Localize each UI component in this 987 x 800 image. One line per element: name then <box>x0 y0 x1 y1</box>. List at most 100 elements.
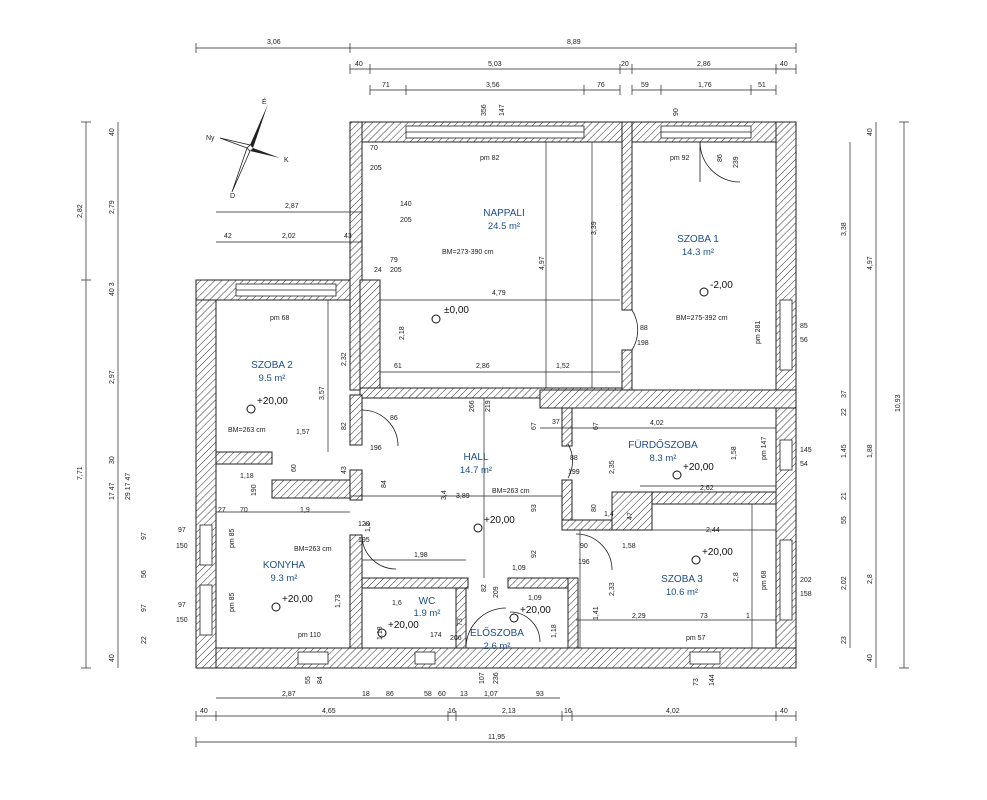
dim-top-176: 1,76 <box>698 82 712 89</box>
dim-bottom: 40 <box>200 708 208 715</box>
dim-right: 3,38 <box>841 222 848 236</box>
dim-label: 79 <box>390 257 398 264</box>
dim-label: 1,9 <box>300 507 310 514</box>
room-szoba3: +20,00 SZOBA 3 10.6 m² <box>661 547 733 598</box>
room-area-szoba1: 14.3 m² <box>682 247 714 258</box>
dim-right: 1,88 <box>867 444 874 458</box>
dim-label: 198 <box>637 340 649 347</box>
dim-label: 4,79 <box>492 290 506 297</box>
interior-dims-vertical: 4,97 3,39 356 147 90 239 86 2,18 266 219… <box>229 104 768 640</box>
interior-dim-lines <box>216 142 776 648</box>
dim-label: 1,09 <box>528 595 542 602</box>
level-wc: +20,00 <box>388 620 419 631</box>
dim-top-356: 3,56 <box>486 82 500 89</box>
dim-left: 2,97 <box>109 370 116 384</box>
dim-label: 205 <box>390 267 402 274</box>
dim-top-76: 76 <box>597 82 605 89</box>
dim-right: 21 <box>841 492 848 500</box>
dim-label: 4,97 <box>539 256 546 270</box>
dim-label: 205 <box>400 217 412 224</box>
dim-label: 73 <box>457 618 464 626</box>
doors <box>361 141 741 649</box>
pm-label: pm 85 <box>229 528 236 548</box>
room-area-szoba3: 10.6 m² <box>666 587 698 598</box>
compass: É K D Ny <box>206 97 289 200</box>
room-konyha: BM=263 cm KONYHA 9.3 m² +20,00 <box>263 546 332 612</box>
dim-bottom: 86 <box>386 691 394 698</box>
level-eloszoba: +20,00 <box>520 605 551 616</box>
dim-left: 30 <box>109 456 116 464</box>
dim-right: 23 <box>841 636 848 644</box>
dim-right: 10,93 <box>895 394 902 412</box>
dim-label: 90 <box>580 543 588 550</box>
dim-bottom: 18 <box>362 691 370 698</box>
dim-label: 73 <box>693 678 700 686</box>
dim-bottom: 16 <box>564 708 572 715</box>
dim-label: 1,58 <box>622 543 636 550</box>
dim-label: 2,86 <box>476 363 490 370</box>
room-wc: WC 1.9 m² +20,00 <box>377 596 441 638</box>
room-bm-nappali: BM=273-390 cm <box>442 249 494 256</box>
dim-label: 2,62 <box>700 485 714 492</box>
room-bm-hall: BM=263 cm <box>492 488 530 495</box>
dim-label: 107 <box>479 672 486 684</box>
dim-label: 3,4 <box>441 490 448 500</box>
dim-bottom: 2,13 <box>502 708 516 715</box>
dim-left: 29 17 47 <box>125 473 132 500</box>
dim-top-51: 51 <box>758 82 766 89</box>
dim-label: 67 <box>593 422 600 430</box>
dim-label: 2,02 <box>282 233 296 240</box>
room-name-furdo: FÜRDŐSZOBA <box>628 437 698 451</box>
dim-label: 2,35 <box>609 460 616 474</box>
dim-left: 40 <box>109 128 116 136</box>
pm-label: pm 68 <box>270 315 290 322</box>
dim-label: 195 <box>358 537 370 544</box>
top-dimensions: 3,06 8,89 40 5,03 20 2,86 40 71 3,56 76 … <box>195 39 797 95</box>
dim-label: 266 <box>469 400 476 412</box>
pm-label: pm 82 <box>480 155 500 162</box>
dim-label: 88 <box>640 325 648 332</box>
dim-label: 2,33 <box>609 582 616 596</box>
dim-label: 24 <box>374 267 382 274</box>
dim-top-889: 8,89 <box>567 39 581 46</box>
level-hall: +20,00 <box>484 515 515 526</box>
dim-bottom: 1,07 <box>484 691 498 698</box>
dim-right: 158 <box>800 591 812 598</box>
pm-label: pm 147 <box>761 437 768 460</box>
dim-label: 147 <box>499 104 506 116</box>
dim-label: 47 <box>627 512 634 520</box>
level-marker <box>246 404 256 414</box>
dim-label: 1,57 <box>296 429 310 436</box>
room-hall: HALL 14.7 m² BM=263 cm +20,00 <box>460 452 530 533</box>
dim-bottom: 16 <box>448 708 456 715</box>
dim-label: 92 <box>531 550 538 558</box>
level-marker <box>509 613 519 623</box>
dim-label: 70 <box>240 507 248 514</box>
dim-label: 1,4 <box>604 511 614 518</box>
left-dimensions: 2,82 7,71 40 2,79 40 3 2,97 30 17 47 29 … <box>77 121 188 669</box>
room-name-eloszoba: ELŐSZOBA <box>470 625 524 639</box>
dim-right: 145 <box>800 447 812 454</box>
dim-label: 196 <box>370 445 382 452</box>
dim-label: 43 <box>344 233 352 240</box>
room-area-wc: 1.9 m² <box>414 608 441 619</box>
dim-left: 56 <box>141 570 148 578</box>
room-area-szoba2: 9.5 m² <box>259 373 286 384</box>
dim-left: 40 <box>109 654 116 662</box>
dim-left: 22 <box>141 636 148 644</box>
dim-bottom: 4,65 <box>322 708 336 715</box>
dim-label: 3,57 <box>319 386 326 400</box>
dim-label: 60 <box>291 464 298 472</box>
level-szoba2: +20,00 <box>257 396 288 407</box>
room-bm-szoba1: BM=275-392 cm <box>676 315 728 322</box>
level-szoba1: -2,00 <box>710 280 733 291</box>
room-name-hall: HALL <box>463 452 488 463</box>
room-name-konyha: KONYHA <box>263 560 306 571</box>
dim-label: 27 <box>218 507 226 514</box>
dim-label: 3,39 <box>591 221 598 235</box>
dim-right: 85 <box>800 323 808 330</box>
dim-right: 4,97 <box>867 256 874 270</box>
room-furdo: FÜRDŐSZOBA 8.3 m² +20,00 <box>628 437 714 480</box>
dim-label: 1 <box>746 613 750 620</box>
pm-label: pm 110 <box>298 632 321 639</box>
